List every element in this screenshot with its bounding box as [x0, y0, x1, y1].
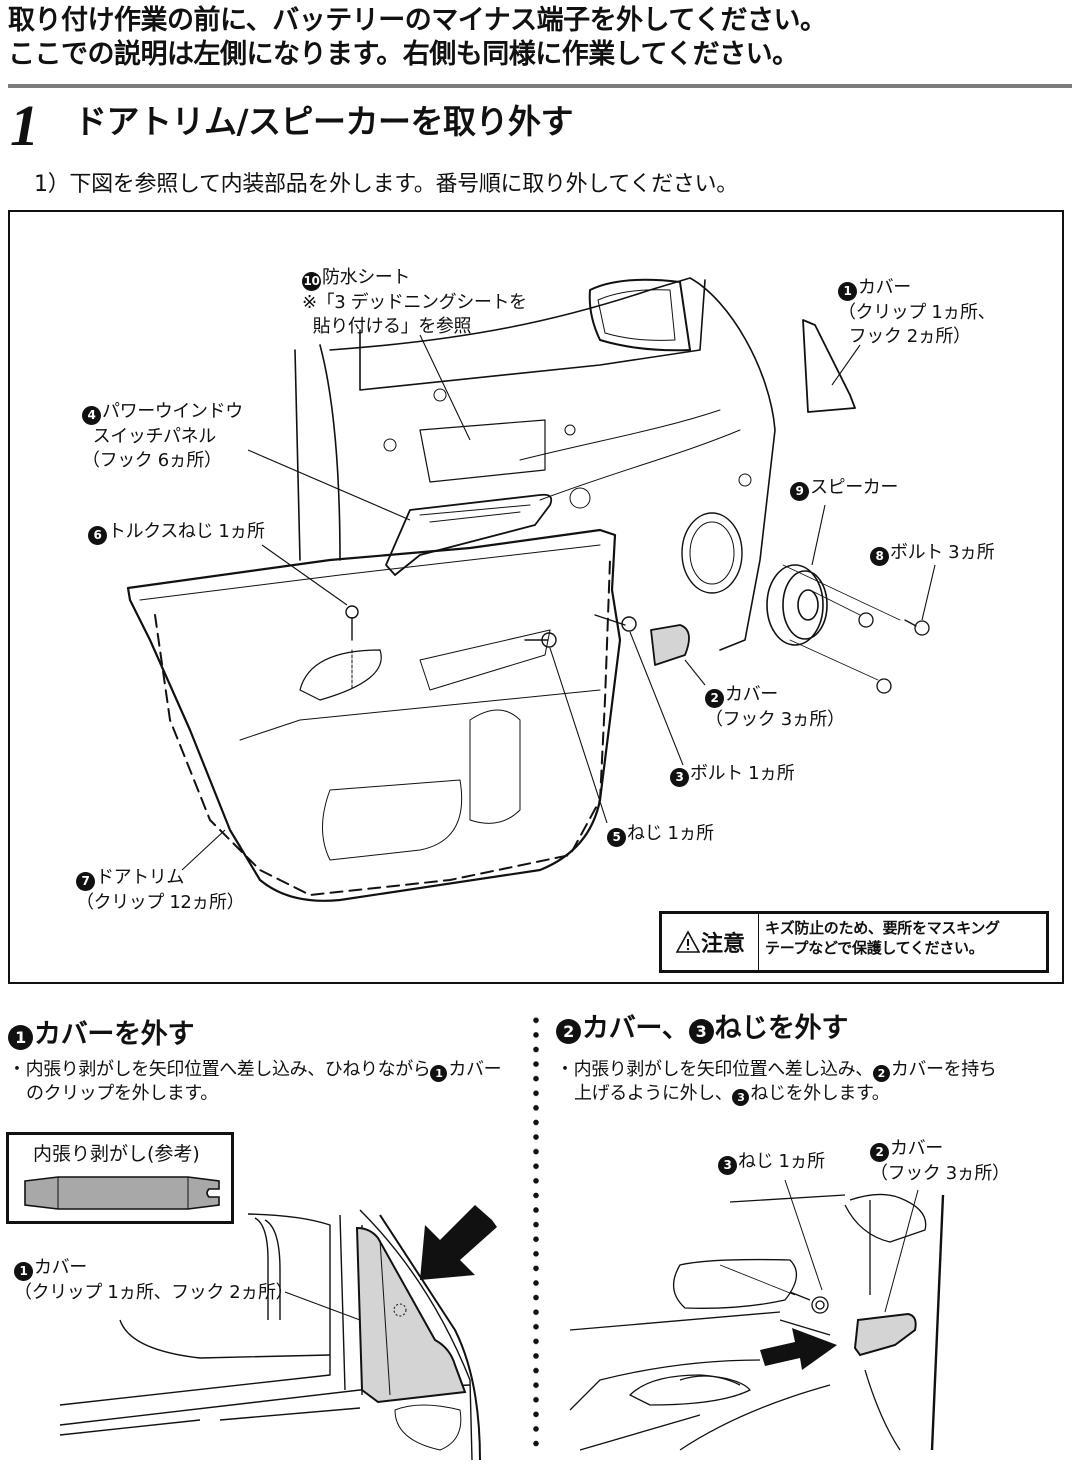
- cover-1-highlight: [355, 1226, 467, 1404]
- number-badge: 10: [302, 272, 321, 291]
- armrest-cover-illustration: [569, 1179, 945, 1451]
- intro-line-2: ここでの説明は左側になります。右側も同様に作業してください。: [8, 39, 799, 70]
- door-speaker-opening: [681, 512, 743, 594]
- insertion-arrow-icon: [420, 1205, 497, 1280]
- diagram-frame: [8, 210, 1064, 984]
- torx-screw: [345, 605, 359, 691]
- leader-8: [921, 564, 936, 621]
- pillar-cover-illustration: [59, 1205, 497, 1461]
- trim-removal-tool-icon: [24, 1176, 220, 1210]
- step-title: ドアトリム/スピーカーを取り外す: [74, 102, 574, 141]
- leader-9: [811, 504, 826, 566]
- screw-5: [524, 632, 557, 648]
- insertion-arrow-icon: [760, 1328, 837, 1370]
- leader-cover-1: [284, 1291, 361, 1321]
- number-badge: 7: [76, 872, 95, 891]
- caution-text: キズ防止のため、要所をマスキング テープなどで保護してください。: [765, 919, 1000, 957]
- intro-line-1: 取り付け作業の前に、バッテリーのマイナス端子を外してください。: [8, 5, 827, 36]
- cover-1-part: [802, 319, 856, 413]
- step-number: 1: [10, 93, 39, 158]
- window-frame: [359, 279, 706, 391]
- number-badge: 6: [88, 526, 107, 545]
- leader-3: [629, 631, 684, 766]
- substep-instruction: 1）下図を参照して内装部品を外します。番号順に取り外してください。: [34, 172, 738, 197]
- cover-2-part: [650, 624, 690, 666]
- leader-6: [261, 544, 348, 606]
- bolt-3: [594, 614, 637, 632]
- leader-2: [684, 659, 706, 686]
- door-exploded-diagram: [126, 277, 936, 902]
- column-divider-dotted: [532, 1013, 540, 1453]
- number-badge: 3: [670, 768, 689, 787]
- number-badge: 2: [705, 689, 724, 708]
- leader-7: [181, 829, 226, 871]
- tool-box-title: 内張り剥がし(参考): [33, 1143, 200, 1165]
- number-badge: 5: [607, 828, 626, 847]
- power-window-switch-panel: [385, 493, 553, 576]
- trim-tool-reference-box: 内張り剥がし(参考): [6, 1132, 234, 1224]
- leader-cover-2: [884, 1189, 919, 1313]
- caution-box: 注意 キズ防止のため、要所をマスキング テープなどで保護してください。: [659, 911, 1049, 973]
- screw-3-part: [719, 1264, 829, 1314]
- side-mirror: [588, 278, 691, 352]
- leader-4: [247, 449, 411, 521]
- trim-clip-outline: [154, 559, 611, 896]
- door-trim: [126, 528, 622, 902]
- leader-5: [549, 647, 608, 824]
- number-badge: 4: [82, 406, 101, 425]
- speaker-bolts: [782, 564, 930, 694]
- leader-10: [419, 334, 471, 441]
- number-badge: 9: [790, 482, 809, 501]
- number-badge: 1: [838, 282, 857, 301]
- speaker-part: [766, 564, 828, 646]
- number-badge: 8: [870, 547, 889, 566]
- leader-screw-3: [784, 1179, 823, 1291]
- warning-triangle-icon: [675, 930, 701, 953]
- section-divider: [8, 84, 1072, 88]
- cover-2-highlight: [853, 1312, 917, 1357]
- caution-heading: 注意: [662, 914, 759, 970]
- leader-1: [831, 344, 861, 386]
